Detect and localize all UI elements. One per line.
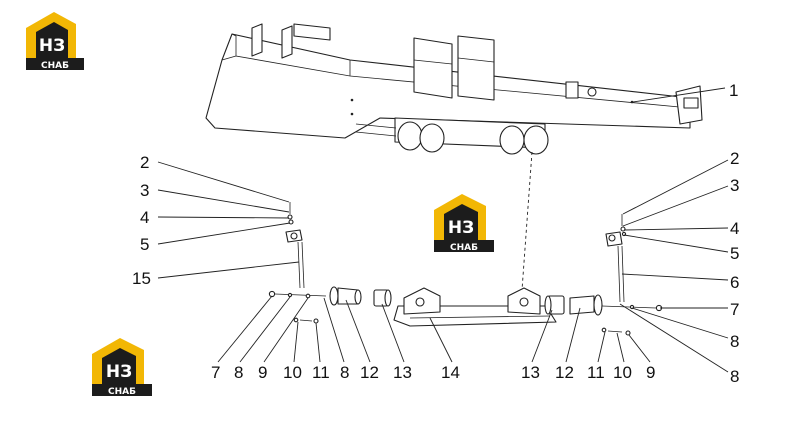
callout-3-right: 3 (730, 176, 739, 195)
svg-text:СНАБ: СНАБ (41, 61, 69, 71)
svg-text:НЗ: НЗ (448, 218, 474, 238)
callout-8-bottom-second: 8 (340, 363, 349, 382)
callout-9-bottom: 9 (258, 363, 267, 382)
callout-11-bottom: 11 (312, 363, 330, 382)
callout-4-right: 4 (730, 219, 739, 238)
callout-5-right: 5 (730, 244, 739, 263)
callout-7-bottom: 7 (211, 363, 220, 382)
callout-2-left: 2 (140, 153, 149, 172)
svg-text:НЗ: НЗ (106, 362, 132, 382)
part-1-main-frame (205, 23, 703, 155)
svg-text:НЗ: НЗ (39, 36, 65, 56)
svg-text:СНАБ: СНАБ (108, 387, 136, 397)
right-linkage-assembly (544, 214, 663, 336)
leader-lines (157, 87, 729, 373)
callout-7-right: 7 (730, 300, 739, 319)
part-14-base-plate (393, 287, 557, 327)
callout-12-bottom: 12 (360, 363, 379, 382)
callout-8-bottom: 8 (234, 363, 243, 382)
callout-labels: 1 2 3 4 5 15 2 3 4 5 6 7 8 8 7 8 9 10 11… (132, 81, 739, 386)
callout-8-right-upper: 8 (730, 332, 739, 351)
callout-13-right: 13 (521, 363, 540, 382)
callout-14: 14 (441, 363, 460, 382)
brand-logo-center-watermark: НЗ СНАБ (434, 194, 494, 253)
callout-12-right: 12 (555, 363, 574, 382)
callout-9-right: 9 (646, 363, 655, 382)
brand-logo-top-left: НЗ СНАБ (26, 12, 84, 71)
callout-8-right-lower: 8 (730, 367, 739, 386)
callout-2-right: 2 (730, 149, 739, 168)
assembly-guide-dashed-line (521, 151, 533, 291)
callout-6: 6 (730, 273, 739, 292)
callout-4-left: 4 (140, 208, 149, 227)
callout-1: 1 (729, 81, 738, 100)
callout-10-bottom: 10 (283, 363, 302, 382)
callout-5-left: 5 (140, 235, 149, 254)
svg-text:СНАБ: СНАБ (450, 243, 478, 253)
brand-logo-bottom-left: НЗ СНАБ (92, 338, 152, 397)
left-linkage-assembly (268, 202, 392, 324)
callout-11-right: 11 (587, 363, 605, 382)
callout-3-left: 3 (140, 181, 149, 200)
callout-10-right: 10 (613, 363, 632, 382)
callout-13-bottom: 13 (393, 363, 412, 382)
callout-15: 15 (132, 269, 151, 288)
